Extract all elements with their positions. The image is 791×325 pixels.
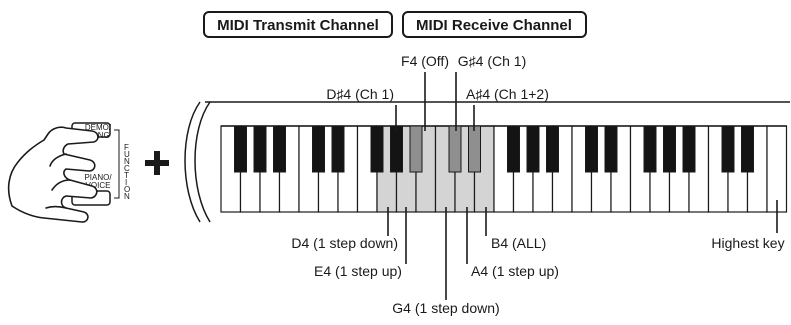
black-key bbox=[468, 125, 481, 173]
receive-header: MIDI Receive Channel bbox=[402, 11, 587, 38]
label-ds4: D♯4 (Ch 1) bbox=[326, 86, 394, 102]
receive-header-text: MIDI Receive Channel bbox=[416, 17, 572, 34]
label-g4: G4 (1 step down) bbox=[392, 300, 499, 316]
transmit-header-text: MIDI Transmit Channel bbox=[217, 17, 379, 34]
black-key bbox=[312, 125, 325, 173]
label-e4: E4 (1 step up) bbox=[314, 263, 402, 279]
black-key bbox=[643, 125, 657, 173]
label-a4: A4 (1 step up) bbox=[471, 263, 559, 279]
function-letter: F bbox=[124, 143, 129, 152]
black-key bbox=[331, 125, 345, 173]
black-key bbox=[585, 125, 598, 173]
black-key bbox=[682, 125, 696, 173]
black-key bbox=[273, 125, 286, 173]
function-label: F U N C T I O N bbox=[124, 143, 130, 201]
function-letter: N bbox=[124, 157, 130, 166]
plus-icon bbox=[145, 151, 169, 175]
function-letter: C bbox=[124, 164, 130, 173]
piano-keyboard-icon bbox=[184, 101, 790, 223]
hand-pressing-icon bbox=[7, 126, 99, 223]
white-key bbox=[766, 125, 788, 213]
black-key bbox=[663, 125, 676, 173]
function-bracket bbox=[114, 129, 120, 199]
black-key bbox=[721, 125, 735, 173]
keyboard-edge-curve bbox=[184, 101, 201, 223]
label-b4: B4 (ALL) bbox=[491, 235, 546, 251]
black-key bbox=[741, 125, 754, 173]
panel: DEMO/ SONG PIANO/ VOICE F U N C T I O N bbox=[7, 122, 169, 223]
function-letter: U bbox=[124, 150, 130, 159]
label-f4: F4 (Off) bbox=[401, 53, 449, 69]
keyboard-edge-curve bbox=[194, 101, 211, 223]
piano-voice-label-1: PIANO/ bbox=[84, 173, 112, 182]
black-key bbox=[604, 125, 618, 173]
function-letter: I bbox=[125, 178, 127, 187]
black-key bbox=[448, 125, 462, 173]
function-letter: T bbox=[124, 171, 129, 180]
function-letter: O bbox=[124, 185, 130, 194]
demo-song-label-1: DEMO/ bbox=[85, 123, 112, 132]
black-key bbox=[390, 125, 403, 173]
transmit-header: MIDI Transmit Channel bbox=[203, 11, 393, 38]
black-key bbox=[546, 125, 559, 173]
piano-voice-label-2: VOICE bbox=[86, 181, 111, 190]
label-gs4: G♯4 (Ch 1) bbox=[458, 53, 526, 69]
black-key bbox=[370, 125, 384, 173]
function-letter: N bbox=[124, 192, 130, 201]
black-key bbox=[234, 125, 247, 173]
black-key bbox=[409, 125, 423, 173]
black-key bbox=[507, 125, 520, 173]
label-highest: Highest key bbox=[711, 235, 784, 251]
label-d4: D4 (1 step down) bbox=[291, 235, 398, 251]
leader-lines bbox=[387, 72, 778, 300]
black-key bbox=[253, 125, 267, 173]
label-as4: A♯4 (Ch 1+2) bbox=[466, 86, 549, 102]
black-key bbox=[526, 125, 540, 173]
